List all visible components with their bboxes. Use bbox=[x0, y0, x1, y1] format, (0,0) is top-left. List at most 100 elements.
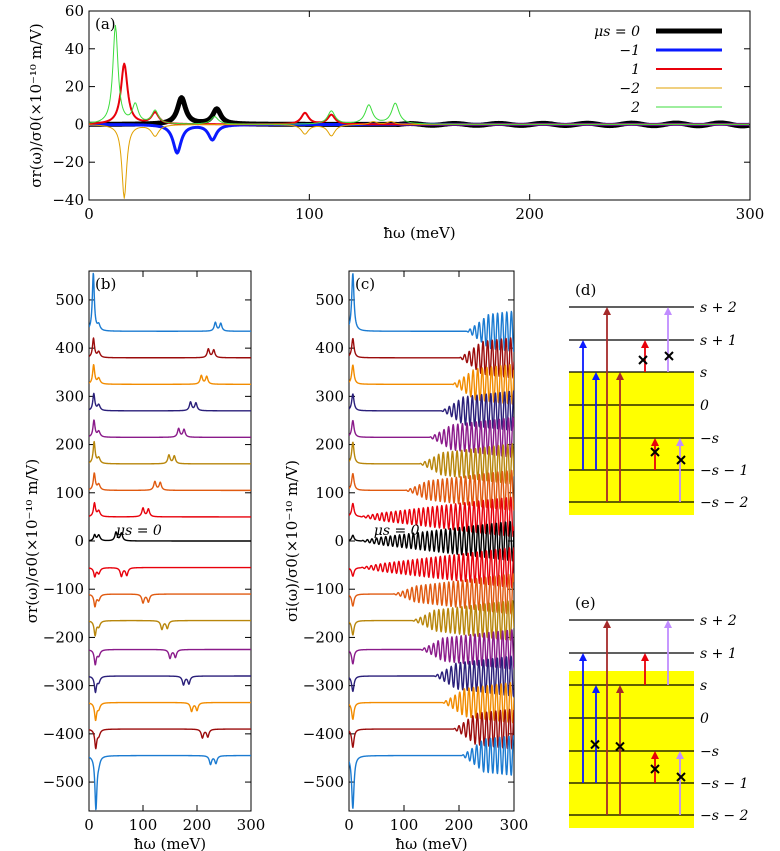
panel-a-panel-label: (a) bbox=[95, 15, 116, 33]
panel-b-series-line bbox=[89, 337, 251, 359]
panel-a-x-tick-label: 300 bbox=[736, 205, 765, 223]
panel-b-series-line bbox=[89, 728, 251, 750]
panel-a-series-line bbox=[89, 121, 750, 199]
panel-b-y-tick-label: 0 bbox=[74, 532, 84, 550]
panel-b-series-line bbox=[89, 675, 251, 694]
panel-c-y-tick-label: −400 bbox=[303, 725, 344, 743]
panel-b-series-line bbox=[89, 619, 251, 637]
panel-e-arrow-head bbox=[641, 653, 649, 661]
panel-a-legend-label: μs = 0 bbox=[594, 24, 640, 40]
panel-b-series-line bbox=[89, 593, 251, 608]
panel-a-x-axis-label: ħω (meV) bbox=[383, 224, 455, 242]
panel-a-legend-label: −2 bbox=[619, 81, 640, 97]
panel-c-series-line bbox=[349, 441, 514, 485]
panel-a-legend-label: −1 bbox=[619, 43, 640, 59]
panel-c-y-tick-label: 100 bbox=[315, 484, 344, 502]
panel-c-y-tick-label: 200 bbox=[315, 436, 344, 454]
panel-b-series-line bbox=[89, 392, 251, 412]
panel-e-arrow-head bbox=[603, 620, 611, 628]
panel-b-y-tick-label: 500 bbox=[55, 291, 84, 309]
panel-a-series-line bbox=[89, 95, 750, 129]
panel-b-series-line bbox=[89, 472, 251, 492]
panel-c-series-line bbox=[349, 469, 514, 511]
panel-b-panel-label: (b) bbox=[95, 275, 116, 293]
panel-d-arrow-head bbox=[651, 438, 659, 446]
panel-b-x-axis-label: ħω (meV) bbox=[134, 835, 206, 851]
panel-a-y-tick-label: 0 bbox=[74, 115, 84, 133]
panel-c-series-line bbox=[349, 337, 514, 379]
panel-b-series-line bbox=[89, 272, 251, 332]
panel-a-y-axis-label: σr(ω)/σ0(×10⁻¹⁰ m/V) bbox=[27, 23, 45, 187]
panel-e-arrow-head bbox=[592, 685, 600, 693]
panel-d-level-label: s + 2 bbox=[700, 300, 737, 316]
panel-c-series-line bbox=[349, 363, 514, 405]
panel-a-x-tick-label: 100 bbox=[295, 205, 324, 223]
panel-d-arrow-head bbox=[676, 438, 684, 446]
panel-e-level-label: −s bbox=[700, 744, 719, 760]
panel-b-y-axis-label: σr(ω)/σ0(×10⁻¹⁰ m/V) bbox=[23, 459, 41, 623]
panel-e-level-label: s + 1 bbox=[700, 646, 737, 662]
panel-d-panel-label: (d) bbox=[575, 281, 596, 299]
panel-b-series-line bbox=[89, 701, 251, 722]
panel-a-plot-area bbox=[89, 24, 750, 199]
panel-b-y-tick-label: −200 bbox=[43, 628, 84, 646]
panel-a-series-line bbox=[89, 24, 750, 125]
panel-b-series-line bbox=[89, 566, 251, 578]
panel-b-y-tick-label: 100 bbox=[55, 484, 84, 502]
panel-c-series-line bbox=[349, 682, 514, 724]
panel-e-filled-region bbox=[569, 671, 694, 828]
panel-d-level-label: −s − 1 bbox=[700, 463, 748, 479]
panel-c-y-tick-label: 0 bbox=[334, 532, 344, 550]
panel-c-y-tick-label: −100 bbox=[303, 580, 344, 598]
panel-c-y-axis-label: σi(ω)/σ0(×10⁻¹⁰ m/V) bbox=[283, 460, 301, 622]
panel-e-arrow-head bbox=[579, 653, 587, 661]
panel-d-arrow-head bbox=[616, 372, 624, 380]
panel-a-legend-label: 1 bbox=[631, 62, 640, 78]
panel-b-y-tick-label: −500 bbox=[43, 773, 84, 791]
panel-d-level-label: s + 1 bbox=[700, 333, 737, 349]
panel-b-y-tick-label: 300 bbox=[55, 387, 84, 405]
panel-b-x-tick-label: 100 bbox=[129, 816, 158, 834]
panel-b-series-line bbox=[89, 440, 251, 465]
panel-b-y-tick-label: 400 bbox=[55, 339, 84, 357]
panel-d-forbidden-cross bbox=[638, 355, 648, 365]
panel-c-series-line bbox=[349, 390, 514, 431]
panel-e-forbidden-cross bbox=[650, 764, 660, 774]
panel-d-arrow-head bbox=[579, 340, 587, 348]
panel-a-axes-frame bbox=[88, 10, 751, 201]
panel-b-series-line bbox=[89, 501, 251, 518]
panel-b-series-line bbox=[89, 363, 251, 385]
panel-b-x-tick-label: 0 bbox=[84, 816, 94, 834]
panel-a-series-line bbox=[89, 122, 750, 155]
panel-c-x-tick-label: 200 bbox=[445, 816, 474, 834]
panel-c-series-line bbox=[349, 600, 514, 641]
panel-d-arrow-head bbox=[664, 307, 672, 315]
panel-b-series-line bbox=[89, 531, 251, 542]
panel-c-series-line bbox=[349, 629, 514, 670]
panel-e-forbidden-cross bbox=[590, 739, 600, 750]
panel-a-y-tick-label: −40 bbox=[52, 191, 84, 209]
panel-c-x-tick-label: 100 bbox=[390, 816, 419, 834]
panel-e-level-label: −s − 1 bbox=[700, 776, 748, 792]
panel-c-y-tick-label: 300 bbox=[315, 387, 344, 405]
panel-e-forbidden-cross bbox=[676, 772, 686, 782]
panel-a-y-tick-label: 40 bbox=[65, 40, 84, 58]
panel-b-y-tick-label: −100 bbox=[43, 580, 84, 598]
panel-d-forbidden-cross bbox=[664, 351, 674, 361]
panel-d-level-label: s bbox=[700, 365, 707, 381]
panel-c-x-tick-label: 300 bbox=[500, 816, 529, 834]
panel-a-y-tick-label: 20 bbox=[65, 78, 84, 96]
panel-c-series-line bbox=[349, 708, 514, 750]
panel-d-arrow-head bbox=[592, 372, 600, 380]
panel-a-y-tick-label: −20 bbox=[52, 153, 84, 171]
panel-a-x-tick-label: 200 bbox=[515, 205, 544, 223]
panel-d-filled-region bbox=[569, 372, 694, 515]
panel-c-series-line bbox=[349, 496, 514, 538]
panel-e-level-label: −s − 2 bbox=[700, 808, 749, 824]
panel-c-series-line bbox=[349, 735, 514, 809]
panel-e-level-label: s bbox=[700, 678, 707, 694]
panel-c-y-tick-label: −500 bbox=[303, 773, 344, 791]
panel-b-plot-area bbox=[89, 272, 251, 811]
